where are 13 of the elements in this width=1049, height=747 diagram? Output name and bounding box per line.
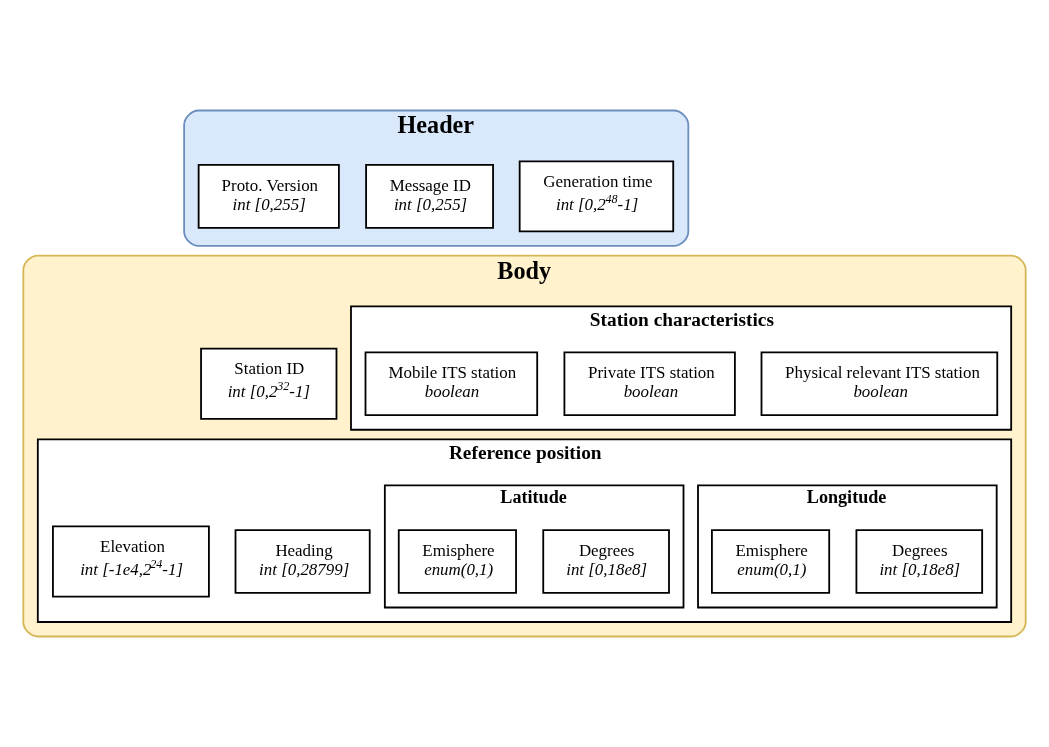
- node-box: Mobile ITS station boolean: [364, 351, 539, 417]
- node-box: Elevation int [-1e4,2$^{24}$-1]: [52, 525, 210, 598]
- node-box: Private ITS station boolean: [563, 351, 736, 417]
- node-box: Station ID int [0,2$^{32}$-1]: [200, 347, 338, 420]
- node-box: Degrees int [0,18e8]: [855, 529, 984, 594]
- node-box: Emisphere enum(0,1): [397, 529, 517, 594]
- node-box: Physical relevant ITS station boolean: [760, 351, 999, 417]
- node-box: Heading int [0,28799]: [234, 529, 371, 594]
- node-box: Proto. Version int [0,255]: [197, 164, 340, 229]
- node-box: Emisphere enum(0,1): [711, 529, 831, 594]
- node-box: Degrees int [0,18e8]: [542, 529, 670, 594]
- node-box: Generation time int [0,2$^{48}$-1]: [518, 160, 675, 233]
- node-box: Message ID int [0,255]: [365, 164, 494, 229]
